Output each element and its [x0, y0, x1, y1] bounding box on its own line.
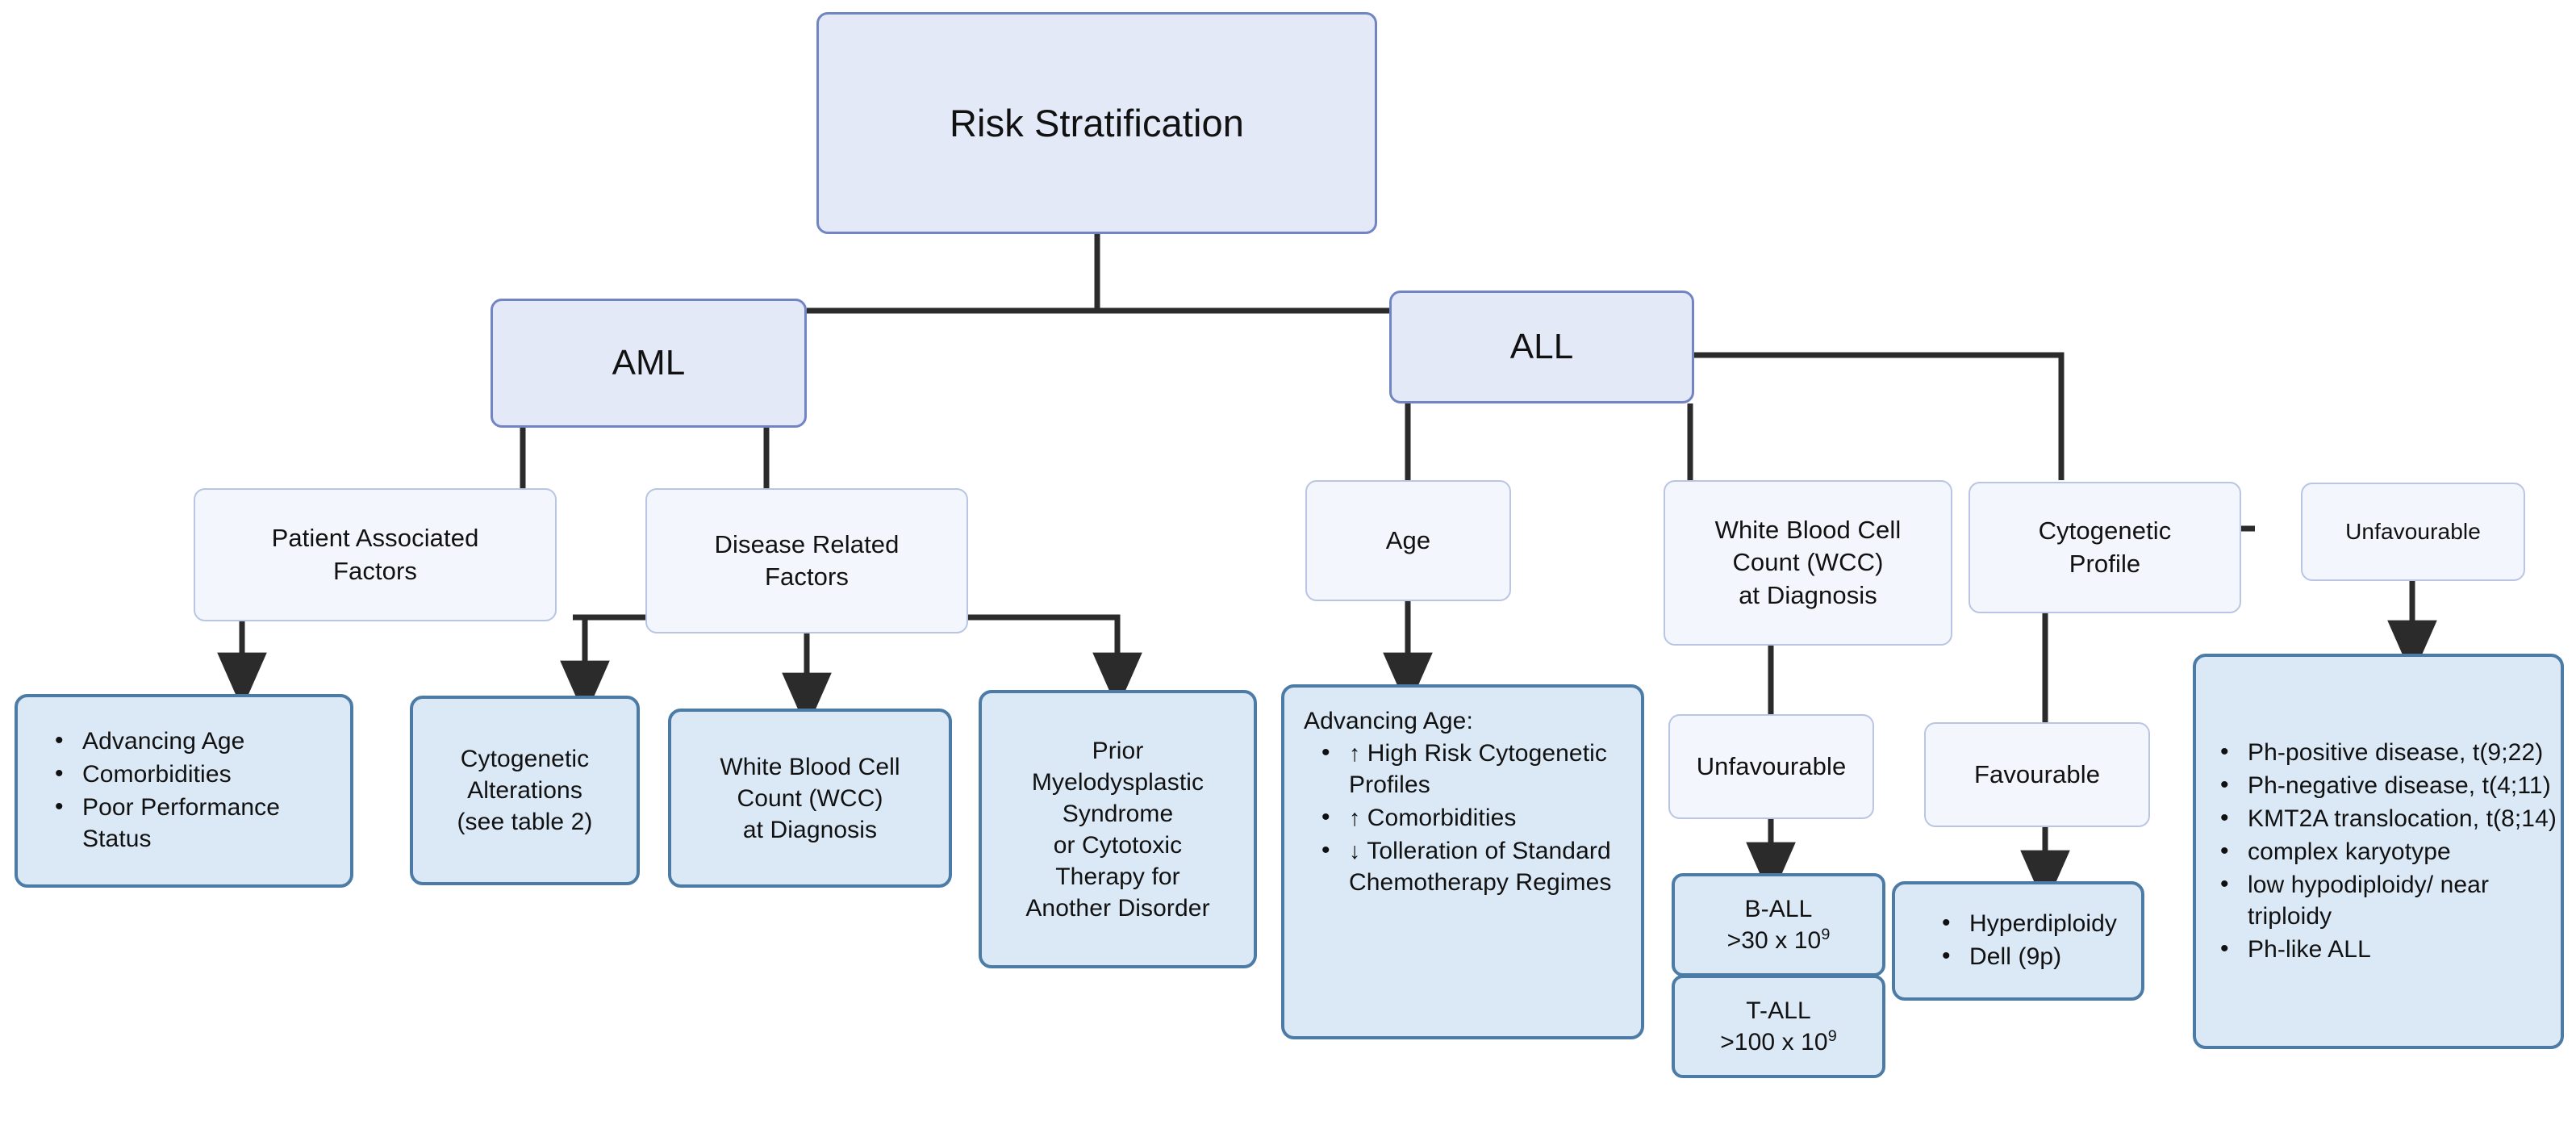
all-wcc-line1: White Blood Cell [1714, 516, 1902, 545]
list-item: ↑ High Risk Cytogenetic Profiles [1321, 737, 1641, 801]
prior-mds-line3: Syndrome [1062, 800, 1174, 827]
node-age-label: Age [1385, 525, 1431, 554]
up-arrow-icon: ↑ [1349, 805, 1361, 832]
cyto-unfavourable-label: Unfavourable [2345, 518, 2481, 544]
list-item: Advancing Age [55, 725, 350, 757]
wcc-unfavourable-label: Unfavourable [1696, 751, 1847, 780]
patient-factors-line2: Factors [332, 556, 418, 585]
node-risk-stratification[interactable]: Risk Stratification [816, 12, 1377, 234]
node-cytogenetic-alterations[interactable]: Cytogenetic Alterations (see table 2) [410, 696, 640, 885]
node-disease-related-factors[interactable]: Disease Related Factors [645, 488, 968, 633]
aml-wcc-line3: at Diagnosis [742, 816, 878, 843]
node-aml[interactable]: AML [491, 299, 807, 428]
list-item: Comorbidities [55, 758, 350, 790]
cytogenetic-alterations-line2: Alterations [467, 777, 582, 804]
cytogenetic-alterations-line3: (see table 2) [457, 809, 593, 835]
list-item: complex karyotype [2220, 835, 2561, 868]
all-wcc-line3: at Diagnosis [1739, 580, 1877, 609]
edge-disease-cytogenetic [560, 614, 645, 717]
patient-factors-bullets: Advancing Age Comorbidities Poor Perform… [18, 725, 350, 856]
prior-mds-line4: or Cytotoxic [1053, 831, 1183, 859]
list-item: ↓ Tolleration of Standard Chemotherapy R… [1321, 834, 1641, 898]
cyto-favourable-label: Favourable [1973, 759, 2101, 788]
list-item: KMT2A translocation, t(8;14) [2220, 802, 2561, 834]
list-item: Ph-positive disease, t(9;22) [2220, 736, 2561, 768]
list-item: Poor Performance Status [55, 791, 350, 855]
list-item: low hypodiploidy/ near triploidy [2220, 868, 2561, 932]
node-aml-label: AML [612, 343, 686, 383]
node-cytogenetic-profile[interactable]: Cytogenetic Profile [1969, 482, 2241, 613]
up-arrow-icon: ↑ [1349, 741, 1361, 767]
t-all-exponent: 9 [1827, 1027, 1837, 1045]
b-all-threshold: >30 x 10 [1726, 927, 1822, 954]
node-cyto-unfavourable[interactable]: Unfavourable [2301, 483, 2525, 581]
node-all-white-blood-cell-count[interactable]: White Blood Cell Count (WCC) at Diagnosi… [1664, 480, 1952, 646]
node-favourable-list[interactable]: Hyperdiploidy Dell (9p) [1892, 881, 2144, 1001]
b-all-exponent: 9 [1821, 926, 1831, 943]
cytogenetic-profile-line1: Cytogenetic [2038, 516, 2172, 546]
b-all-line1: B-ALL [1744, 896, 1813, 922]
list-item: Dell (9p) [1942, 940, 2117, 972]
all-wcc-line2: Count (WCC) [1732, 548, 1884, 577]
prior-mds-line5: Therapy for [1055, 863, 1180, 890]
node-risk-stratification-label: Risk Stratification [950, 101, 1244, 144]
t-all-line1: T-ALL [1746, 997, 1811, 1024]
advancing-age-lead: Advancing Age: [1304, 708, 1473, 734]
cytogenetic-alterations-line1: Cytogenetic [460, 746, 590, 772]
list-item: ↑ Comorbidities [1321, 801, 1641, 834]
node-prior-mds-or-cytotoxic-therapy[interactable]: Prior Myelodysplastic Syndrome or Cytoto… [979, 690, 1257, 968]
edge-disease-prior-mds [968, 614, 1142, 709]
list-item: Ph-like ALL [2220, 933, 2561, 965]
node-t-all[interactable]: T-ALL >100 x 109 [1672, 975, 1885, 1078]
node-patient-associated-factors[interactable]: Patient Associated Factors [194, 488, 557, 621]
list-item-text: High Risk Cytogenetic Profiles [1349, 740, 1608, 799]
down-arrow-icon: ↓ [1349, 838, 1361, 865]
disease-factors-line1: Disease Related [714, 529, 900, 558]
list-item-text: Tolleration of Standard Chemotherapy Reg… [1349, 838, 1612, 897]
node-patient-factors-list[interactable]: Advancing Age Comorbidities Poor Perform… [15, 694, 353, 888]
node-b-all[interactable]: B-ALL >30 x 109 [1672, 873, 1885, 976]
node-aml-white-blood-cell-count[interactable]: White Blood Cell Count (WCC) at Diagnosi… [668, 709, 952, 888]
prior-mds-line1: Prior [1092, 737, 1144, 764]
cytogenetic-profile-line2: Profile [2069, 549, 2141, 578]
disease-factors-line2: Factors [764, 562, 850, 591]
node-all[interactable]: ALL [1389, 291, 1694, 403]
edge-all-cytoprofile [1694, 352, 2065, 480]
prior-mds-line6: Another Disorder [1025, 894, 1210, 922]
patient-factors-line1: Patient Associated [271, 524, 479, 553]
aml-wcc-line1: White Blood Cell [720, 753, 900, 780]
node-unfavourable-list[interactable]: Ph-positive disease, t(9;22) Ph-negative… [2193, 654, 2564, 1049]
advancing-age-bullets: ↑ High Risk Cytogenetic Profiles ↑ Comor… [1284, 737, 1641, 898]
node-cyto-favourable[interactable]: Favourable [1924, 722, 2150, 827]
node-age[interactable]: Age [1305, 480, 1511, 601]
list-item: Hyperdiploidy [1942, 907, 2117, 939]
node-all-label: ALL [1509, 327, 1574, 367]
prior-mds-line2: Myelodysplastic [1031, 768, 1204, 796]
t-all-threshold: >100 x 10 [1720, 1029, 1828, 1056]
favourable-bullets: Hyperdiploidy Dell (9p) [1919, 907, 2117, 974]
list-item: Ph-negative disease, t(4;11) [2220, 769, 2561, 801]
aml-wcc-line2: Count (WCC) [737, 784, 883, 812]
unfavourable-bullets: Ph-positive disease, t(9;22) Ph-negative… [2196, 736, 2561, 967]
node-advancing-age-list[interactable]: Advancing Age: ↑ High Risk Cytogenetic P… [1281, 684, 1644, 1039]
node-wcc-unfavourable[interactable]: Unfavourable [1668, 714, 1874, 819]
list-item-text: Comorbidities [1367, 805, 1517, 832]
